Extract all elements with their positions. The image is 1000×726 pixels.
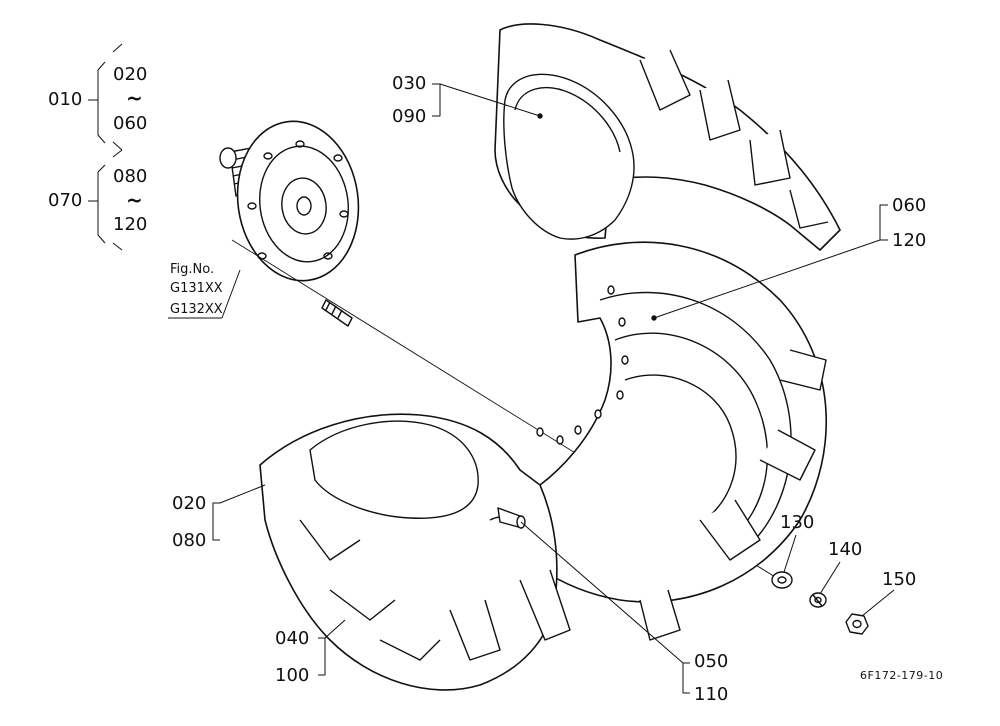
callout-080: 080 [172, 530, 207, 551]
callout-120-range-end: 120 [113, 214, 148, 235]
tire-lower-half [260, 414, 570, 690]
callout-150: 150 [882, 569, 917, 590]
callout-020: 020 [172, 493, 207, 514]
fig-no-label: Fig.No. [170, 262, 215, 277]
lock-washer [810, 593, 826, 607]
callout-130: 130 [780, 512, 815, 533]
leader-lines [88, 44, 894, 693]
hub-flange [220, 113, 369, 288]
callout-080-range-start: 080 [113, 166, 148, 187]
callout-030: 030 [392, 73, 427, 94]
callout-120: 120 [892, 230, 927, 251]
callout-100: 100 [275, 665, 310, 686]
range-separator: ~ [126, 86, 143, 110]
wheel-rim-disc [480, 242, 826, 640]
range-separator: ~ [126, 188, 143, 212]
hex-nut [846, 614, 868, 634]
callout-040: 040 [275, 628, 310, 649]
callout-110: 110 [694, 684, 729, 705]
callout-050: 050 [694, 651, 729, 672]
callout-070: 070 [48, 190, 83, 211]
flat-washer [772, 572, 792, 588]
fig-ref-g132xx: G132XX [170, 302, 223, 317]
callout-020-range-start: 020 [113, 64, 148, 85]
callout-010: 010 [48, 89, 83, 110]
callout-090: 090 [392, 106, 427, 127]
fig-ref-g131xx: G131XX [170, 281, 223, 296]
tire-upper-half [495, 24, 840, 250]
callout-140: 140 [828, 539, 863, 560]
drawing-code: 6F172-179-10 [860, 669, 944, 682]
callout-060-range-end: 060 [113, 113, 148, 134]
wheel-stud [322, 300, 352, 326]
callout-060: 060 [892, 195, 927, 216]
